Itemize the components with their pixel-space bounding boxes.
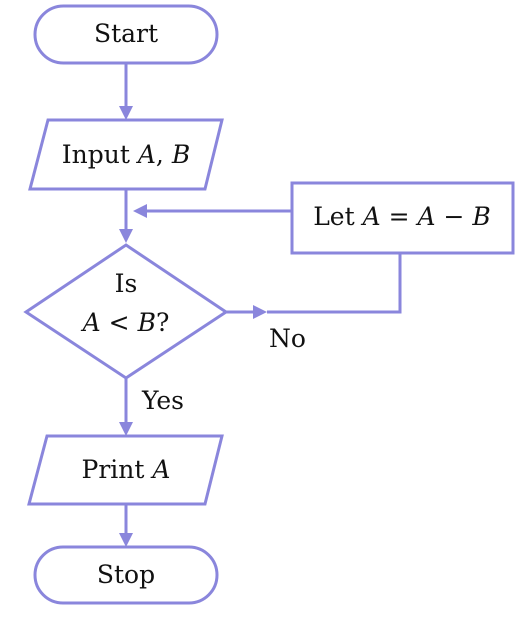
arrowhead-input-decision xyxy=(119,229,133,243)
decision-diamond xyxy=(23,243,229,380)
arrowhead-start-input xyxy=(119,106,133,120)
stop-terminator xyxy=(33,545,219,605)
update-process-box xyxy=(290,181,515,255)
start-label: Start xyxy=(94,19,158,48)
output-parallelogram xyxy=(27,434,224,506)
arrowhead-update-loop xyxy=(133,204,147,218)
branch-no-label: No xyxy=(269,324,306,353)
update-prefix: Let xyxy=(313,202,362,231)
update-minus: − xyxy=(436,202,473,231)
update-var-a: A xyxy=(361,202,381,231)
start-terminator xyxy=(33,4,219,65)
stop-label: Stop xyxy=(97,560,155,589)
input-separator: , xyxy=(156,140,172,169)
decision-op: < xyxy=(101,308,138,337)
arrowhead-decision-output xyxy=(119,422,133,436)
input-parallelogram xyxy=(28,118,224,191)
branch-yes-label: Yes xyxy=(141,386,184,415)
decision-var-a: A xyxy=(81,308,101,337)
update-var-a2: A xyxy=(416,202,436,231)
output-label: Print A xyxy=(82,455,171,484)
update-var-b: B xyxy=(471,202,490,231)
output-var-a: A xyxy=(150,455,170,484)
arrowhead-no xyxy=(253,305,267,319)
input-var-b: B xyxy=(171,140,190,169)
input-label: Input A, B xyxy=(62,140,190,169)
decision-var-b: B xyxy=(137,308,156,337)
decision-line2: A < B? xyxy=(81,308,170,337)
update-equals: = xyxy=(381,202,418,231)
update-label: Let A = A − B xyxy=(313,202,491,231)
input-var-a: A xyxy=(136,140,156,169)
connector-no-to-update xyxy=(267,253,402,314)
arrowhead-output-stop xyxy=(119,533,133,547)
decision-suffix: ? xyxy=(156,308,169,337)
input-prefix: Input xyxy=(62,140,138,169)
output-prefix: Print xyxy=(82,455,153,484)
decision-line1: Is xyxy=(115,269,138,298)
